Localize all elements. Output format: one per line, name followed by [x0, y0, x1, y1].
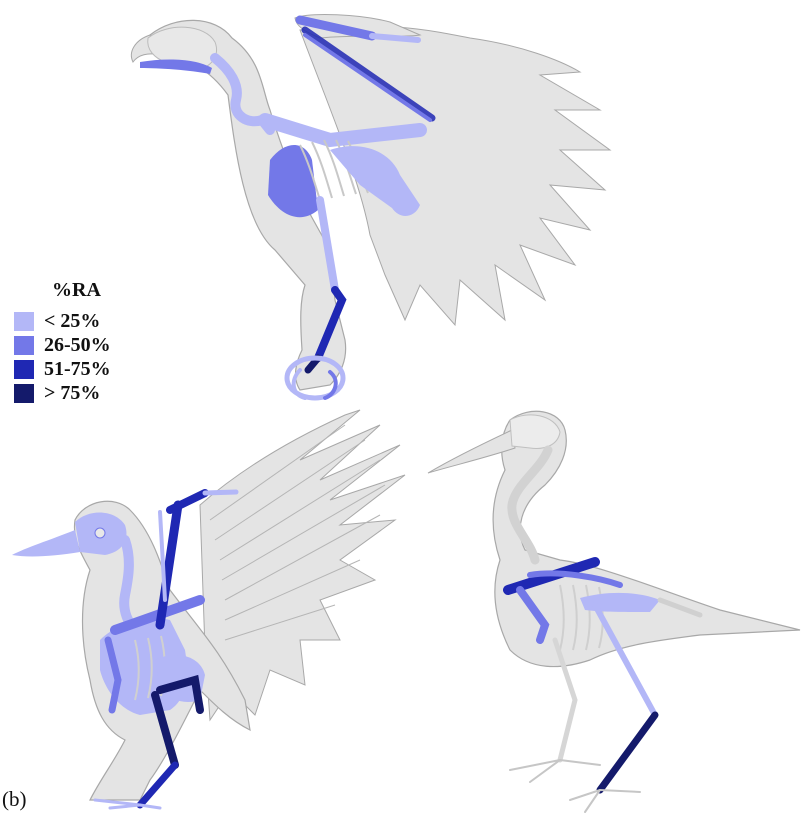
legend-label: > 75% [44, 382, 100, 405]
crow-manus [205, 492, 236, 493]
crow-beak [12, 530, 80, 556]
legend-label: 26-50% [44, 334, 111, 357]
raptor-wing [300, 26, 610, 325]
raptor-manus [372, 36, 418, 40]
crow-skeleton [12, 410, 405, 808]
legend-item-26-50: 26-50% [14, 335, 111, 355]
legend: %RA < 25% 26-50% 51-75% > 75% [14, 279, 144, 399]
panel-label: (b) [2, 787, 27, 812]
ibis-skeleton [428, 411, 800, 812]
ibis-beak [428, 430, 515, 473]
legend-label: < 25% [44, 310, 100, 333]
legend-swatch [14, 312, 34, 331]
legend-title: %RA [52, 279, 101, 302]
legend-item-lt25: < 25% [14, 311, 100, 331]
legend-swatch [14, 384, 34, 403]
ibis-silhouette [493, 411, 800, 666]
legend-swatch [14, 360, 34, 379]
legend-item-51-75: 51-75% [14, 359, 111, 379]
crow-eye-socket [95, 528, 105, 538]
ibis-tibiotarsus [600, 715, 655, 790]
legend-item-gt75: > 75% [14, 383, 100, 403]
raptor-skeleton [131, 15, 610, 398]
legend-label: 51-75% [44, 358, 111, 381]
legend-swatch [14, 336, 34, 355]
crow-foot [95, 800, 160, 808]
